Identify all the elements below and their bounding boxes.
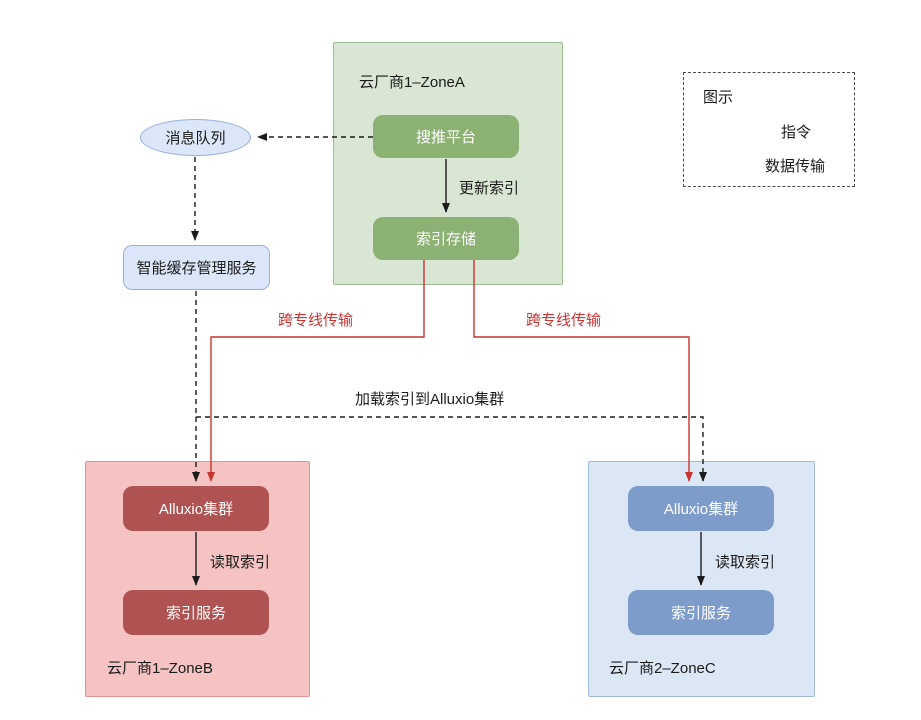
edge-label-read-index-right: 读取索引	[715, 554, 776, 571]
legend-title: 图示	[703, 89, 734, 106]
legend-box: 图示 指令 数据传输	[683, 72, 855, 187]
node-index-service-right: 索引服务	[628, 590, 774, 635]
node-index-service-left: 索引服务	[123, 590, 269, 635]
node-index-storage: 索引存储	[373, 217, 519, 260]
node-message-queue: 消息队列	[140, 119, 251, 156]
zone-a-title: 云厂商1–ZoneA	[359, 74, 465, 91]
node-search-push-platform: 搜推平台	[373, 115, 519, 158]
edge-storage-to-alluxio-left	[207, 260, 425, 482]
edge-label-cross-line-right: 跨专线传输	[526, 309, 602, 330]
edge-label-load-index: 加载索引到Alluxio集群	[355, 388, 505, 409]
node-alluxio-cluster-right: Alluxio集群	[628, 486, 774, 531]
zone-b-title: 云厂商1–ZoneB	[107, 660, 213, 677]
legend-item-data-transfer: 数据传输	[765, 158, 826, 175]
edge-label-read-index-left: 读取索引	[210, 554, 271, 571]
node-cache-service: 智能缓存管理服务	[123, 245, 270, 290]
zone-b-container: 云厂商1–ZoneB	[85, 461, 310, 697]
cache-service-label: 智能缓存管理服务	[136, 260, 257, 277]
node-alluxio-cluster-left: Alluxio集群	[123, 486, 269, 531]
edge-label-cross-line-left: 跨专线传输	[278, 309, 354, 330]
zone-c-title: 云厂商2–ZoneC	[609, 660, 716, 677]
edge-label-update-index: 更新索引	[459, 180, 520, 197]
message-queue-label: 消息队列	[165, 130, 226, 147]
edge-storage-to-alluxio-right	[473, 260, 693, 482]
legend-item-instruction: 指令	[781, 124, 812, 141]
